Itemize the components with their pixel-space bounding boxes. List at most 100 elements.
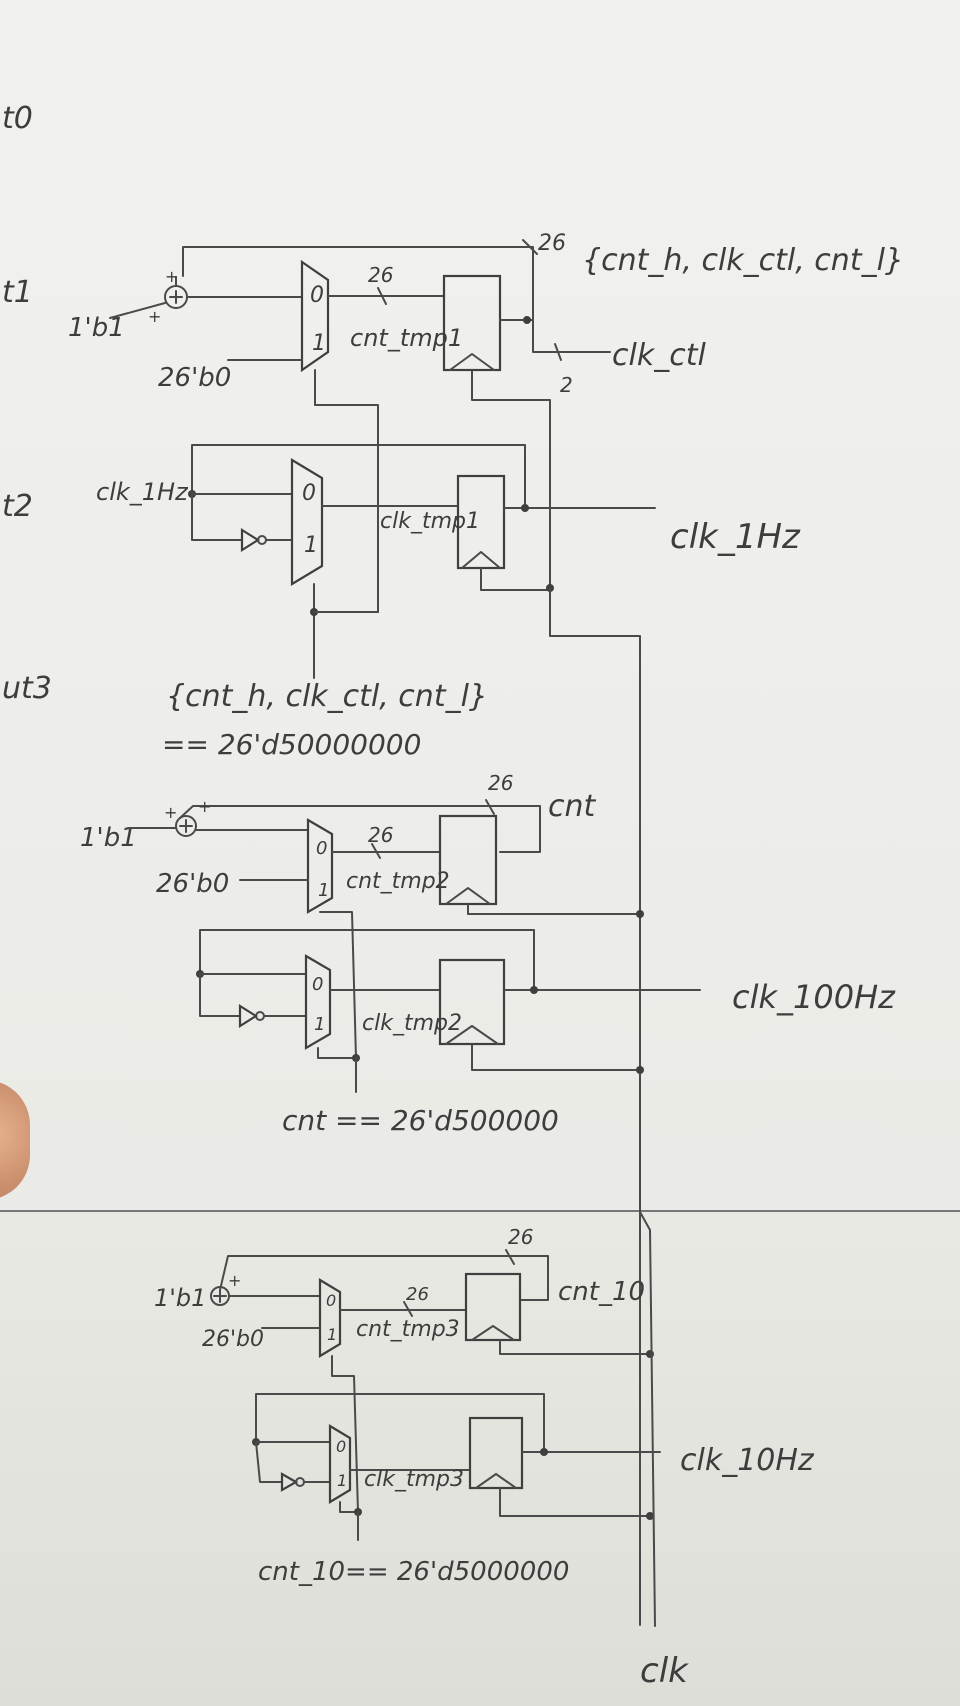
const-one-1: 1'b1	[68, 313, 125, 343]
margin-note-t0: t0	[2, 101, 33, 136]
reg-clk-2	[480, 567, 551, 591]
register-cnt-tmp1	[442, 274, 502, 372]
mux-4-sel1: 1	[314, 1014, 325, 1035]
clk-marker-6	[475, 1473, 517, 1489]
clk-marker-4	[445, 1025, 499, 1045]
mux-6-sel1: 1	[337, 1471, 347, 1490]
section-counter-3: 26 cnt_10 + 1'b1 0 1 26'b0 26 cnt_tmp3	[154, 1225, 654, 1513]
const-zero-5: 26'b0	[202, 1327, 264, 1352]
reg-label-clk-tmp3: clk_tmp3	[364, 1467, 464, 1492]
mux-6-sel0: 0	[336, 1437, 346, 1456]
clk-1hz-input-label: clk_1Hz	[96, 478, 189, 506]
cnt-10-output-label: cnt_10	[558, 1277, 645, 1307]
width-mux-5: 26	[406, 1284, 429, 1305]
reg-label-clk-tmp2: clk_tmp2	[362, 1011, 462, 1036]
main-clock-line-lower	[639, 1211, 656, 1627]
one-wire-1	[109, 302, 166, 319]
sel-wire-5	[331, 1355, 359, 1513]
section-clk-100hz: 0 1 clk_tmp2 clk_100Hz cnt == 26'd500000	[196, 929, 896, 1137]
sel-wire-1	[314, 369, 379, 613]
mux-1-sel1: 1	[312, 331, 326, 356]
margin-note-t2: t2	[2, 489, 33, 524]
mux-1	[300, 259, 330, 373]
invert-wire-2	[191, 493, 243, 541]
const-zero-1: 26'b0	[158, 363, 231, 393]
mux-4-sel0: 0	[312, 974, 323, 995]
mux-2-sel0: 0	[302, 481, 316, 506]
inverter-6	[280, 1472, 299, 1492]
width-mux-3: 26	[368, 823, 393, 847]
reg-label-cnt-tmp1: cnt_tmp1	[350, 324, 463, 352]
reg-clk-4	[471, 1043, 641, 1071]
adder-3	[175, 815, 197, 837]
bus-width-tick	[522, 239, 538, 255]
mux-3-sel1: 1	[318, 880, 329, 901]
inverter-4	[238, 1004, 259, 1028]
clk-marker-2	[461, 551, 501, 569]
clk-100hz-output-label: clk_100Hz	[732, 978, 896, 1016]
clk-input-label: clk	[640, 1651, 689, 1691]
clk-marker-3	[445, 887, 491, 905]
section-clk-10hz: 0 1 clk_tmp3 clk_10Hz cnt_10== 26'd50000…	[252, 1393, 815, 1587]
const-one-5: 1'b1	[154, 1284, 206, 1312]
mux-5-sel0: 0	[326, 1291, 336, 1310]
adder-3-plus-b: +	[198, 797, 211, 816]
condition-1hz-line2: == 26'd50000000	[162, 728, 421, 761]
sel-wire-3	[319, 911, 357, 1059]
reg-label-cnt-tmp2: cnt_tmp2	[346, 869, 450, 894]
bus-width-26: 26	[538, 231, 566, 256]
adder-1-plus-a: +	[165, 267, 178, 286]
mux-1-sel0: 0	[310, 283, 324, 308]
clk-ctl-width: 2	[560, 373, 573, 397]
width-top-3: 26	[488, 771, 513, 795]
section-counter-1: 2 clk_ctl 26 {cnt_h, clk_ctl, cnt_l} + +…	[68, 231, 904, 613]
feedback-wire-2	[191, 444, 526, 509]
mux-2	[290, 458, 324, 586]
mux-3	[306, 818, 334, 914]
const-zero-3: 26'b0	[156, 869, 229, 899]
condition-10hz: cnt_10== 26'd5000000	[258, 1557, 569, 1587]
condition-1hz-line1: {cnt_h, clk_ctl, cnt_l}	[166, 679, 488, 714]
clk-1hz-output-label: clk_1Hz	[670, 517, 801, 557]
reg-clk-6	[499, 1487, 651, 1517]
mux-4	[304, 954, 332, 1050]
clk-10hz-output-label: clk_10Hz	[680, 1443, 815, 1478]
reg-label-clk-tmp1: clk_tmp1	[380, 509, 480, 534]
mux-3-sel0: 0	[316, 838, 327, 859]
register-clk-tmp3	[468, 1416, 524, 1490]
reg-label-cnt-tmp3: cnt_tmp3	[356, 1317, 460, 1342]
feedback-bus-1	[182, 246, 534, 321]
mux-width-1: 26	[368, 263, 393, 287]
feedback-wire-4	[199, 929, 535, 991]
adder-1-plus-b: +	[148, 307, 161, 326]
section-counter-2: 26 cnt + + 1'b1 0 1 26'b0 26 cnt_tmp2	[80, 771, 644, 1059]
width-top-5: 26	[508, 1225, 533, 1249]
clk-marker-1	[449, 353, 495, 371]
clk-marker-5	[471, 1325, 515, 1341]
adder-3-plus-a: +	[164, 803, 177, 822]
page-edge	[0, 1210, 960, 1212]
mux-2-sel1: 1	[304, 533, 318, 558]
section-clk-1hz: clk_1Hz 0 1 clk_tmp1 clk_1Hz	[96, 444, 801, 1626]
adder-5-plus: +	[228, 1271, 241, 1290]
clk-ctl-wire	[532, 319, 611, 353]
reg-clk-3	[467, 903, 641, 915]
cnt-output-label: cnt	[548, 789, 597, 824]
clk-ctl-width-tick	[554, 343, 562, 361]
feedback-bus-5	[219, 1255, 549, 1301]
feedback-wire-6	[255, 1393, 545, 1453]
clk-ctl-label: clk_ctl	[612, 338, 706, 373]
main-clock-line	[549, 587, 641, 1626]
reg-clk-1	[471, 369, 551, 589]
inverter-2	[240, 528, 261, 552]
condition-100hz: cnt == 26'd500000	[282, 1104, 559, 1137]
mux-5	[318, 1278, 342, 1358]
mux-6	[328, 1424, 352, 1504]
reg-clk-5	[499, 1339, 651, 1355]
lower-sheet	[0, 1212, 960, 1706]
bus-concat-label: {cnt_h, clk_ctl, cnt_l}	[582, 243, 904, 278]
feedback-bus-3	[179, 805, 541, 853]
margin-note-ut3: ut3	[2, 671, 52, 706]
